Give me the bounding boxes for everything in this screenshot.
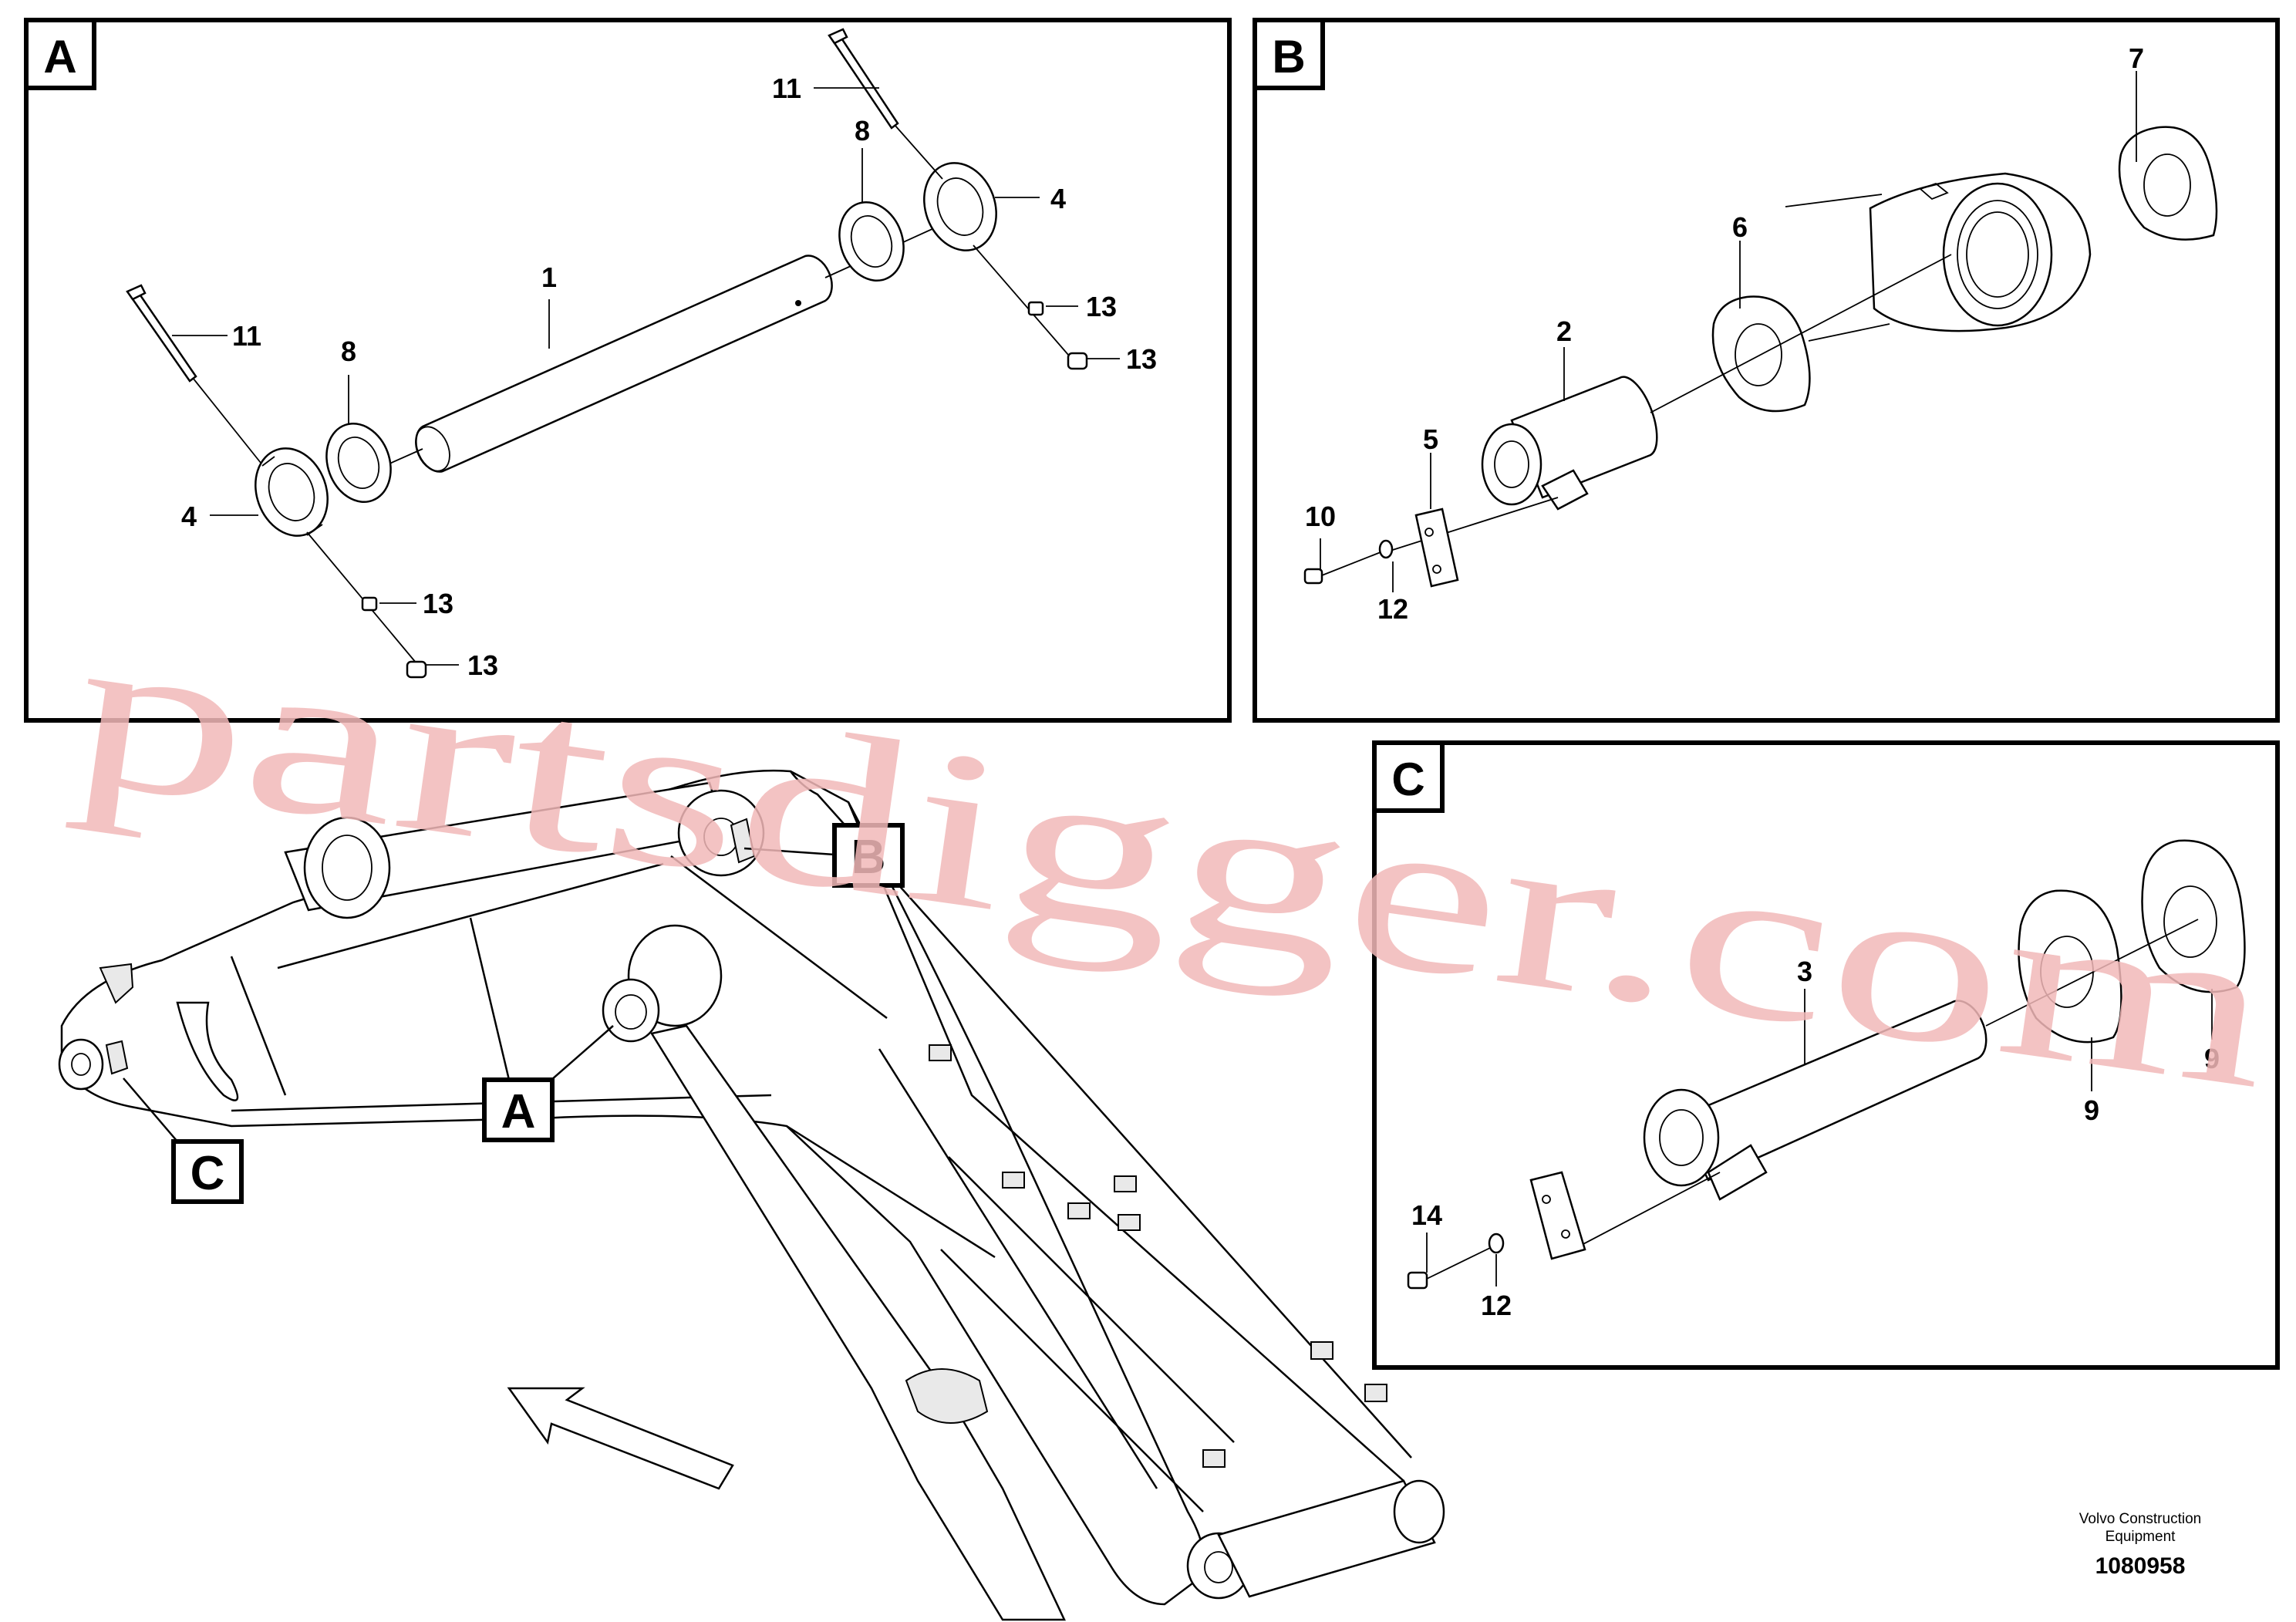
callout-13-left-a: 13: [423, 588, 453, 619]
panel-b: B: [1253, 18, 2280, 723]
callout-5: 5: [1423, 423, 1438, 455]
bolt-10: [1303, 551, 1381, 585]
credit-block: Volvo Construction Equipment 1080958: [2079, 1511, 2201, 1579]
panel-c-leaders: [1426, 989, 2213, 1286]
callout-14: 14: [1411, 1199, 1442, 1231]
lock-plate-c: [1529, 1171, 1586, 1260]
view-direction-arrow-icon: [507, 1387, 734, 1490]
callout-13-left-b: 13: [467, 649, 498, 681]
callout-2: 2: [1556, 315, 1572, 347]
fitting-13-right-b: [1067, 352, 1088, 370]
panel-b-frame: [1253, 18, 2280, 723]
marker-c-label: C: [190, 1147, 225, 1200]
panel-a-frame: [24, 18, 1232, 723]
callout-8-left: 8: [341, 336, 356, 367]
cylinder-end: [1785, 172, 2092, 342]
lock-plate-5: [1414, 508, 1459, 588]
washer-9-a: [2018, 889, 2122, 1044]
panel-c-label: C: [1391, 754, 1424, 805]
callout-12-b: 12: [1377, 593, 1408, 625]
callout-7: 7: [2129, 42, 2144, 74]
panel-a-leaders: [172, 87, 1120, 666]
callout-3: 3: [1797, 956, 1812, 987]
marker-a-label: A: [501, 1085, 536, 1138]
marker-c: C: [123, 1077, 244, 1204]
pin-3: [1643, 1000, 1988, 1201]
panel-a-label-box: [24, 18, 96, 90]
callout-12-c: 12: [1481, 1290, 1512, 1321]
callout-9-a: 9: [2084, 1094, 2099, 1126]
credit-line-2: Equipment: [2106, 1529, 2176, 1545]
washer-12-b: [1378, 539, 1394, 559]
panel-c: C: [1372, 740, 2280, 1370]
bolt-11-right: [828, 28, 943, 180]
callout-6: 6: [1732, 211, 1748, 243]
callout-9-b: 9: [2204, 1043, 2220, 1074]
washer-12-c: [1488, 1233, 1505, 1254]
callout-11-right: 11: [772, 73, 801, 104]
fitting-13-left-a: [361, 596, 378, 612]
bolt-14: [1407, 1247, 1491, 1290]
callout-11-left: 11: [232, 320, 261, 352]
bushing-4-left: [255, 447, 329, 537]
marker-b-label: B: [851, 831, 886, 884]
panel-c-label-box: [1372, 740, 1445, 813]
bushing-4-right: [923, 162, 997, 251]
marker-a: A: [482, 1025, 614, 1142]
marker-b: B: [743, 823, 905, 888]
callout-1: 1: [541, 261, 557, 293]
callout-8-right: 8: [855, 115, 870, 147]
bolt-11-left: [126, 284, 261, 464]
washer-7: [2118, 126, 2218, 241]
panel-b-label: B: [1272, 31, 1305, 83]
pin-1: [415, 255, 833, 473]
washer-8-right: [838, 201, 905, 282]
fitting-13-left-b: [406, 660, 427, 679]
fitting-13-right-a: [1027, 301, 1044, 316]
callout-4-left: 4: [181, 501, 197, 532]
callout-13-right-a: 13: [1086, 291, 1117, 322]
pin-2: [1481, 376, 1658, 511]
callout-13-right-b: 13: [1126, 343, 1157, 375]
panel-b-leaders: [1320, 71, 2137, 592]
panel-b-label-box: [1253, 18, 1325, 90]
callout-10: 10: [1305, 501, 1336, 532]
boom-overview: [58, 769, 1445, 1621]
panel-c-frame: [1372, 740, 2280, 1370]
callout-4-right: 4: [1050, 183, 1066, 214]
credit-line-1: Volvo Construction: [2079, 1511, 2201, 1527]
doc-number: 1080958: [2095, 1553, 2186, 1579]
washer-8-left: [325, 423, 392, 503]
panel-a: A: [24, 18, 1232, 723]
washer-9-b: [2141, 839, 2246, 993]
panel-a-label: A: [43, 31, 76, 83]
